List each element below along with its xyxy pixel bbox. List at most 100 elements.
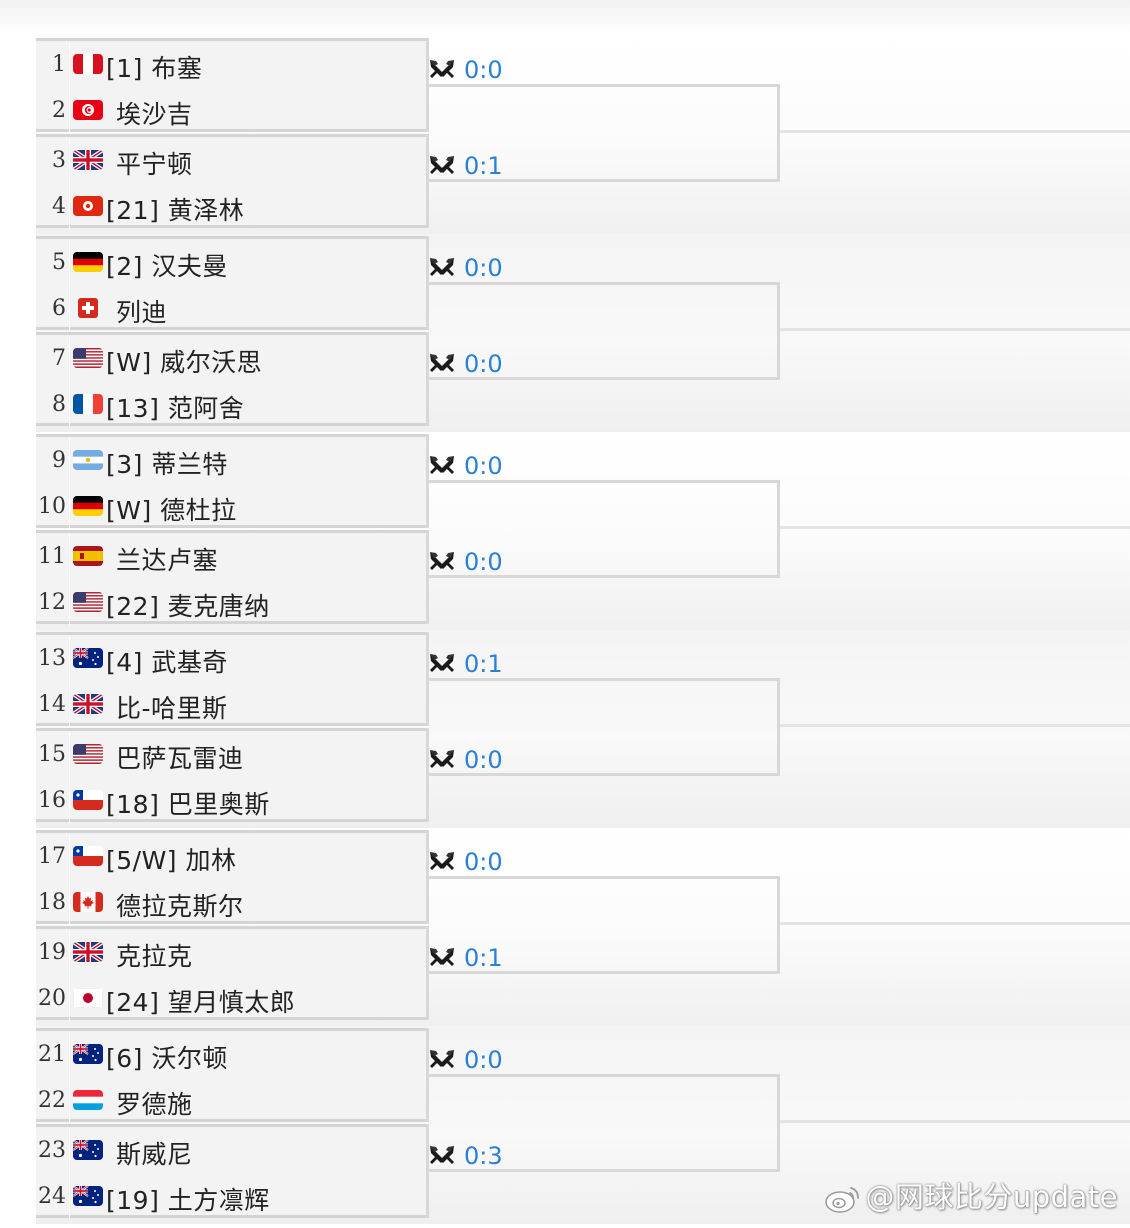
player-name[interactable]: [W] 德杜拉 [106,496,237,525]
draw-position: 13 [38,646,66,671]
score-link[interactable]: 0:0 [464,452,503,480]
draw-position: 20 [38,986,66,1011]
watermark: @网球比分update [865,1180,1118,1214]
player-name[interactable]: [W] 威尔沃思 [106,348,263,377]
player-name[interactable]: [19] 土方凛辉 [106,1186,270,1215]
score-link[interactable]: 0:0 [464,548,503,576]
bracket-line [428,282,780,285]
player-name[interactable]: [18] 巴里奥斯 [106,790,270,819]
player-row[interactable]: 24[19] 土方凛辉 [36,1174,426,1220]
flag-usa-icon [73,348,103,368]
bracket-line [777,1074,780,1172]
player-row[interactable]: 15 巴萨瓦雷迪 [36,732,426,778]
draw-position: 14 [38,692,66,717]
draw-position: 3 [52,148,66,173]
score-link[interactable]: 0:0 [464,254,503,282]
player-name[interactable]: 克拉克 [116,942,193,971]
player-name[interactable]: 平宁顿 [116,150,193,179]
player-name[interactable]: 巴萨瓦雷迪 [116,744,244,773]
player-row[interactable]: 14 比-哈里斯 [36,682,426,728]
score-link[interactable]: 0:0 [464,1046,503,1074]
bracket-line [780,526,1130,529]
bracket-line [428,1074,780,1077]
score-link[interactable]: 0:0 [464,56,503,84]
player-name[interactable]: 兰达卢塞 [116,546,219,575]
draw-position: 5 [52,250,66,275]
draw-position: 16 [38,788,66,813]
flag-france-icon [73,394,103,414]
bracket-line [780,130,1130,133]
match-pair: 15 巴萨瓦雷迪 16 [18] 巴里奥斯 [36,728,429,824]
player-row[interactable]: 13 [4] 武基奇 [36,636,426,682]
score-link[interactable]: 0:0 [464,848,503,876]
flag-usa-icon [73,592,103,612]
player-row[interactable]: 20 [24] 望月慎太郎 [36,976,426,1022]
player-name[interactable]: [22] 麦克唐纳 [106,592,270,621]
player-name[interactable]: [21] 黄泽林 [106,196,245,225]
player-name[interactable]: [2] 汉夫曼 [106,252,228,281]
player-row[interactable]: 7[W] 威尔沃思 [36,336,426,382]
player-row[interactable]: 6 列迪 [36,286,426,332]
player-row[interactable]: 5 [2] 汉夫曼 [36,240,426,286]
flag-australia-icon [73,1140,103,1160]
match-pair: 5 [2] 汉夫曼 6 列迪 [36,236,429,332]
bracket-line [428,179,780,182]
player-name[interactable]: 列迪 [116,298,168,327]
draw-position: 9 [52,448,66,473]
draw-position: 12 [38,590,66,615]
player-row[interactable]: 16 [18] 巴里奥斯 [36,778,426,824]
player-name[interactable]: [3] 蒂兰特 [106,450,228,479]
score-link[interactable]: 0:1 [464,152,503,180]
flag-uk-icon [73,942,103,962]
bracket-line [777,876,780,974]
player-name[interactable]: [13] 范阿舍 [106,394,245,423]
flag-hongkong-icon [73,196,103,216]
bracket-line [780,1120,1130,1123]
player-row[interactable]: 4[21] 黄泽林 [36,184,426,230]
draw-position: 21 [38,1042,66,1067]
score-link[interactable]: 0:3 [464,1142,503,1170]
weibo-icon [825,1187,859,1213]
player-name[interactable]: [6] 沃尔顿 [106,1044,228,1073]
match-pair: 9 [3] 蒂兰特 10[W] 德杜拉 [36,434,429,530]
match-pair: 7[W] 威尔沃思 8 [13] 范阿舍 [36,332,429,428]
player-row[interactable]: 21 [6] 沃尔顿 [36,1032,426,1078]
player-row[interactable]: 3 平宁顿 [36,138,426,184]
bracket-line [428,377,780,380]
player-name[interactable]: 德拉克斯尔 [116,892,244,921]
player-name[interactable]: 斯威尼 [116,1140,193,1169]
player-row[interactable]: 8 [13] 范阿舍 [36,382,426,428]
player-name[interactable]: [1] 布塞 [106,54,203,83]
player-name[interactable]: 罗德施 [116,1090,193,1119]
flag-tunisia-icon [73,100,103,120]
player-name[interactable]: [5/W] 加林 [106,846,237,875]
player-name[interactable]: 比-哈里斯 [116,694,228,723]
bracket-line [780,724,1130,727]
player-row[interactable]: 12 [22] 麦克唐纳 [36,580,426,626]
player-row[interactable]: 9 [3] 蒂兰特 [36,438,426,484]
score-link[interactable]: 0:1 [464,944,503,972]
bracket-line [780,922,1130,925]
player-row[interactable]: 10[W] 德杜拉 [36,484,426,530]
score-link[interactable]: 0:0 [464,350,503,378]
draw-position: 6 [52,296,66,321]
score-link[interactable]: 0:1 [464,650,503,678]
player-name[interactable]: 埃沙吉 [116,100,193,129]
player-name[interactable]: [4] 武基奇 [106,648,228,677]
player-row[interactable]: 17[5/W] 加林 [36,834,426,880]
score-link[interactable]: 0:0 [464,746,503,774]
bracket-line [777,84,780,182]
player-row[interactable]: 1[1] 布塞 [36,42,426,88]
player-name[interactable]: [24] 望月慎太郎 [106,988,296,1017]
draw-position: 8 [52,392,66,417]
draw-position: 15 [38,742,66,767]
